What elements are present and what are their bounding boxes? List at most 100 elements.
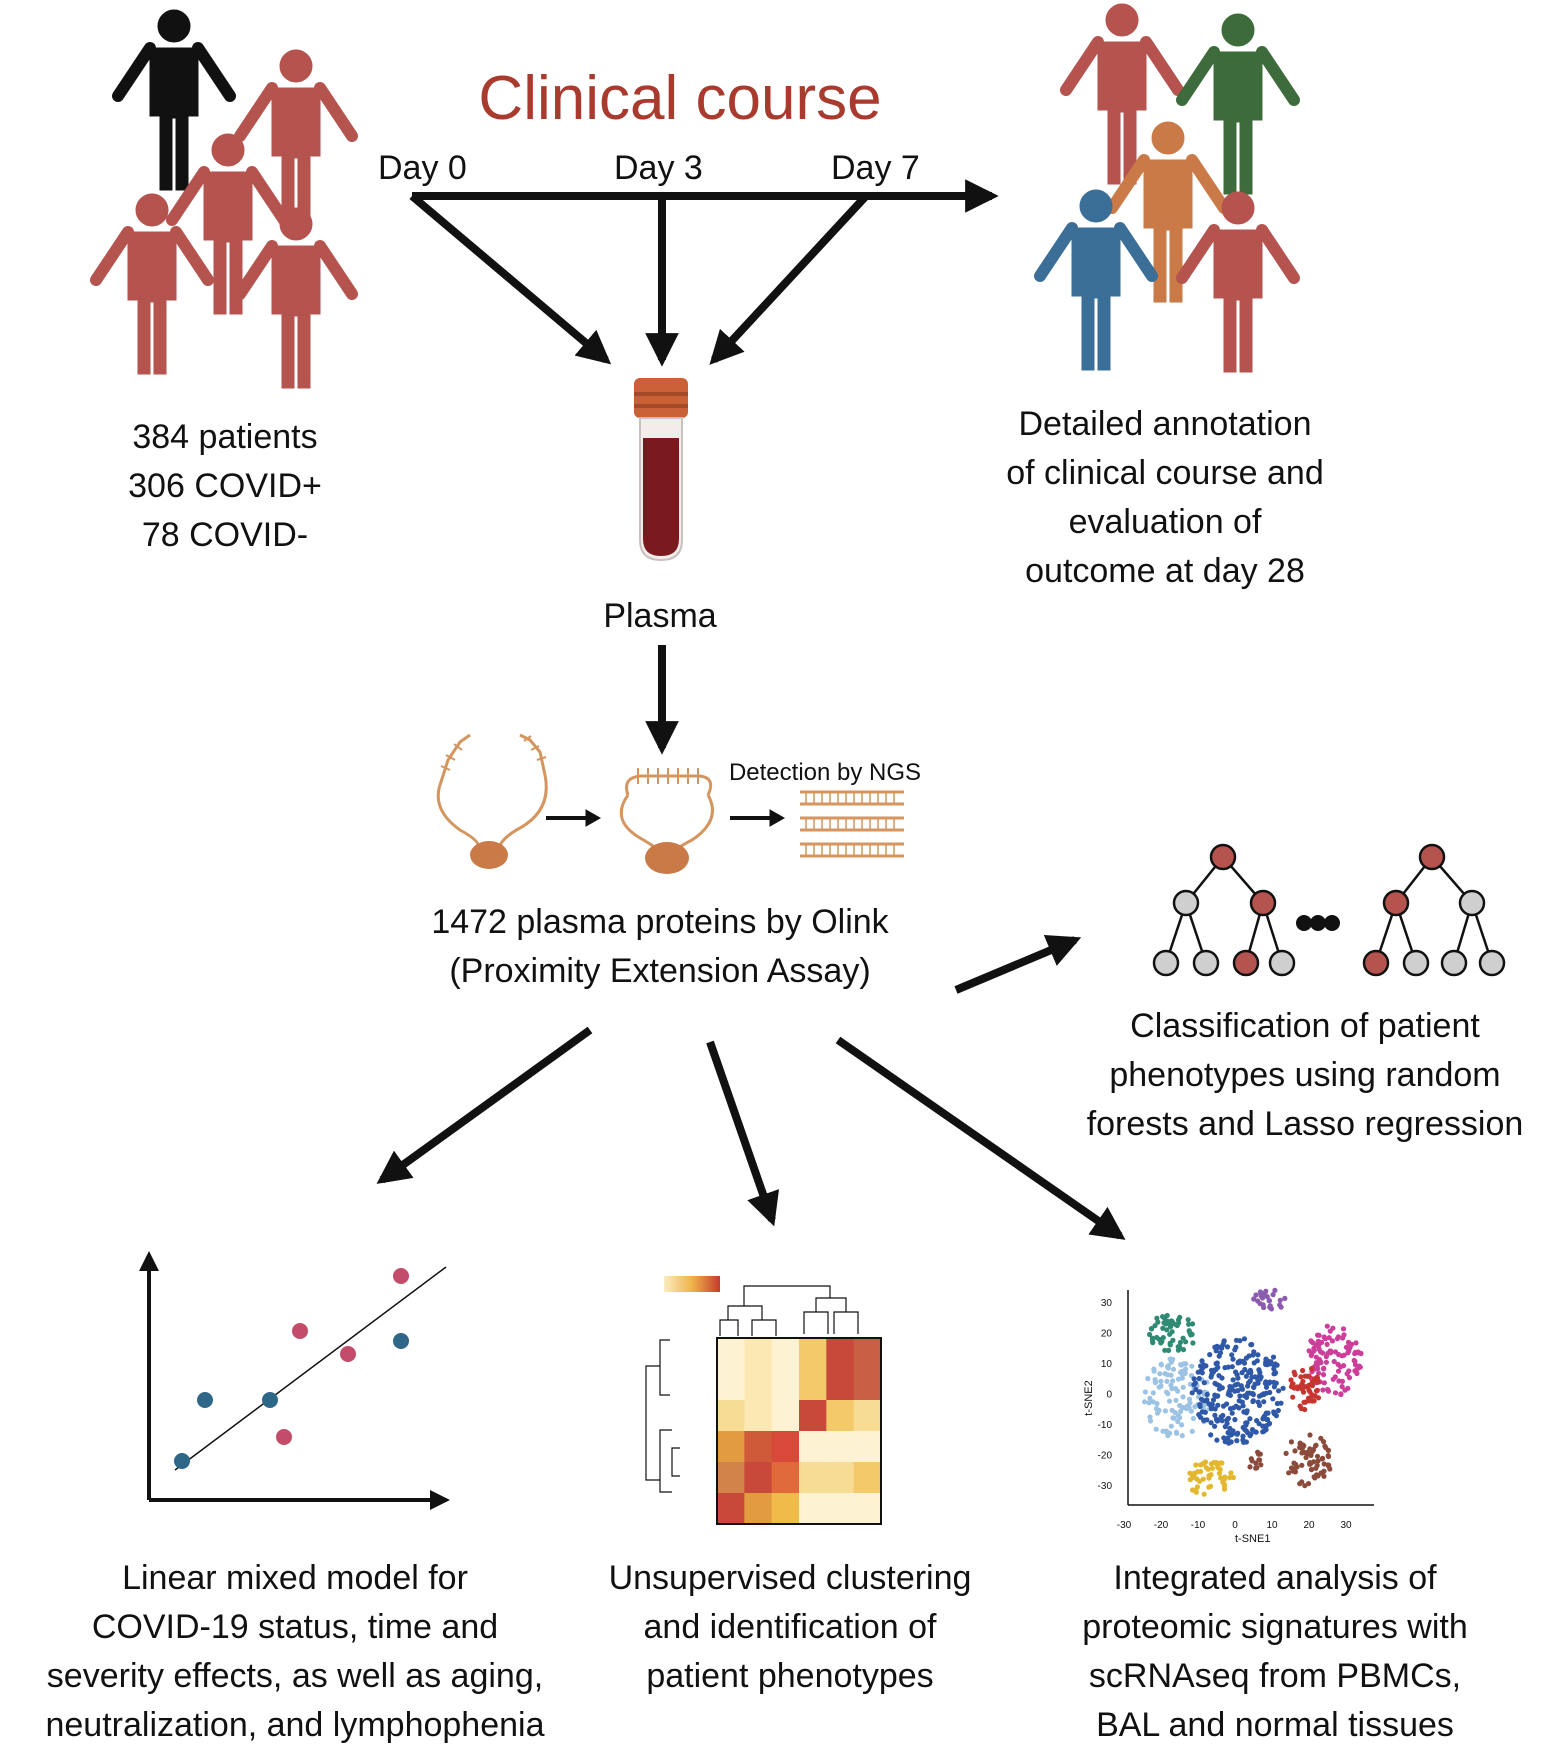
cohort-covid-negative: 78 COVID- — [141, 516, 309, 554]
tsne-point — [1309, 1466, 1315, 1472]
tsne-point — [1290, 1394, 1296, 1400]
tsne-point — [1222, 1439, 1228, 1445]
tsne-point — [1165, 1372, 1171, 1378]
tsne-point — [1173, 1397, 1179, 1403]
tsne-point — [1239, 1385, 1245, 1391]
tsne-point — [1154, 1410, 1161, 1416]
tsne-point — [1161, 1320, 1167, 1326]
tsne-ytick-label: 20 — [1101, 1329, 1113, 1340]
day-0-label: Day 0 — [378, 149, 467, 187]
tsne-point — [1323, 1359, 1329, 1365]
tsne-point — [1346, 1368, 1352, 1374]
tsne-ytick-label: 30 — [1101, 1298, 1113, 1309]
tsne-point — [1357, 1364, 1363, 1370]
tsne-point — [1155, 1319, 1161, 1325]
tsne-point — [1225, 1435, 1231, 1441]
tsne-point — [1339, 1378, 1345, 1384]
tsne-point — [1208, 1432, 1214, 1438]
tsne-point — [1323, 1354, 1329, 1360]
tsne-point — [1255, 1298, 1261, 1304]
tsne-point — [1247, 1378, 1253, 1384]
tsne-point — [1207, 1472, 1213, 1478]
tsne-point — [1160, 1428, 1166, 1434]
tsne-point — [1152, 1323, 1158, 1329]
tsne-point — [1177, 1344, 1183, 1350]
tsne-point — [1251, 1384, 1257, 1390]
tsne-point — [1216, 1470, 1222, 1476]
tsne-point — [1197, 1468, 1204, 1475]
lmm-text: Linear mixed model for COVID-19 status, … — [45, 1559, 545, 1744]
tsne-point — [1253, 1292, 1259, 1298]
tsne-xtick-label: 20 — [1303, 1520, 1315, 1531]
tsne-point — [1263, 1423, 1270, 1429]
tsne-point — [1321, 1380, 1327, 1386]
heatmap-cell — [771, 1493, 800, 1525]
tsne-point — [1147, 1414, 1153, 1420]
tsne-point — [1314, 1462, 1320, 1469]
tsne-point — [1325, 1453, 1332, 1460]
tsne-point — [1325, 1386, 1331, 1393]
tsne-point — [1288, 1439, 1294, 1445]
tsne-point — [1243, 1373, 1249, 1379]
tsne-point — [1216, 1417, 1222, 1423]
tsne-point — [1230, 1474, 1236, 1481]
heatmap-cell — [744, 1400, 773, 1432]
tsne-point — [1274, 1400, 1280, 1407]
tsne-point — [1322, 1443, 1328, 1449]
tsne-point — [1229, 1352, 1235, 1358]
tsne-point — [1327, 1466, 1333, 1472]
tsne-point — [1200, 1476, 1206, 1482]
tsne-point — [1309, 1366, 1315, 1372]
tsne-point — [1276, 1388, 1282, 1394]
tsne-point — [1341, 1332, 1347, 1338]
tsne-point — [1148, 1326, 1155, 1332]
tsne-point — [1208, 1420, 1214, 1426]
tsne-point — [1272, 1370, 1279, 1376]
tsne-point — [1260, 1416, 1266, 1422]
tsne-point — [1212, 1423, 1218, 1429]
tsne-point — [1334, 1336, 1340, 1342]
tsne-point — [1286, 1470, 1292, 1476]
tsne-point — [1190, 1340, 1196, 1346]
tsne-point — [1200, 1362, 1207, 1368]
tsne-point — [1160, 1325, 1166, 1331]
tsne-point — [1282, 1295, 1288, 1301]
tsne-xtick-label: -30 — [1117, 1520, 1132, 1531]
cohort-total: 384 patients — [132, 418, 318, 456]
day-3-label: Day 3 — [614, 149, 703, 187]
tsne-point — [1212, 1406, 1218, 1412]
tsne-point — [1313, 1360, 1319, 1366]
tsne-point — [1188, 1408, 1194, 1414]
tsne-point — [1353, 1340, 1359, 1346]
tsne-point — [1225, 1364, 1231, 1370]
clinical-course-title: Clinical course — [478, 64, 882, 133]
tsne-point — [1352, 1368, 1358, 1374]
tsne-point — [1316, 1342, 1322, 1348]
tsne-point — [1345, 1350, 1351, 1356]
tsne-point — [1215, 1393, 1221, 1399]
tsne-point — [1169, 1385, 1175, 1392]
tsne-point — [1308, 1460, 1314, 1467]
tsne-point — [1225, 1430, 1231, 1436]
tsne-point — [1306, 1348, 1312, 1354]
tsne-point — [1248, 1431, 1254, 1437]
tsne-point — [1206, 1484, 1212, 1490]
tsne-point — [1167, 1340, 1173, 1346]
tsne-xtick-label: -10 — [1191, 1520, 1206, 1531]
tsne-point — [1213, 1366, 1219, 1373]
annotation-text: Detailed annotation of clinical course a… — [1006, 405, 1324, 590]
tsne-point — [1270, 1396, 1276, 1402]
tsne-point — [1306, 1398, 1312, 1404]
tsne-point — [1229, 1410, 1235, 1416]
heatmap-cell — [717, 1431, 745, 1463]
tsne-point — [1332, 1390, 1339, 1396]
tsne-point — [1219, 1385, 1225, 1391]
tsne-point — [1180, 1335, 1186, 1341]
tsne-point — [1319, 1470, 1325, 1476]
tsne-point — [1199, 1358, 1205, 1364]
tsne-point — [1258, 1293, 1264, 1299]
tsne-point — [1302, 1483, 1308, 1489]
tsne-point — [1313, 1354, 1319, 1360]
tsne-point — [1257, 1289, 1263, 1295]
